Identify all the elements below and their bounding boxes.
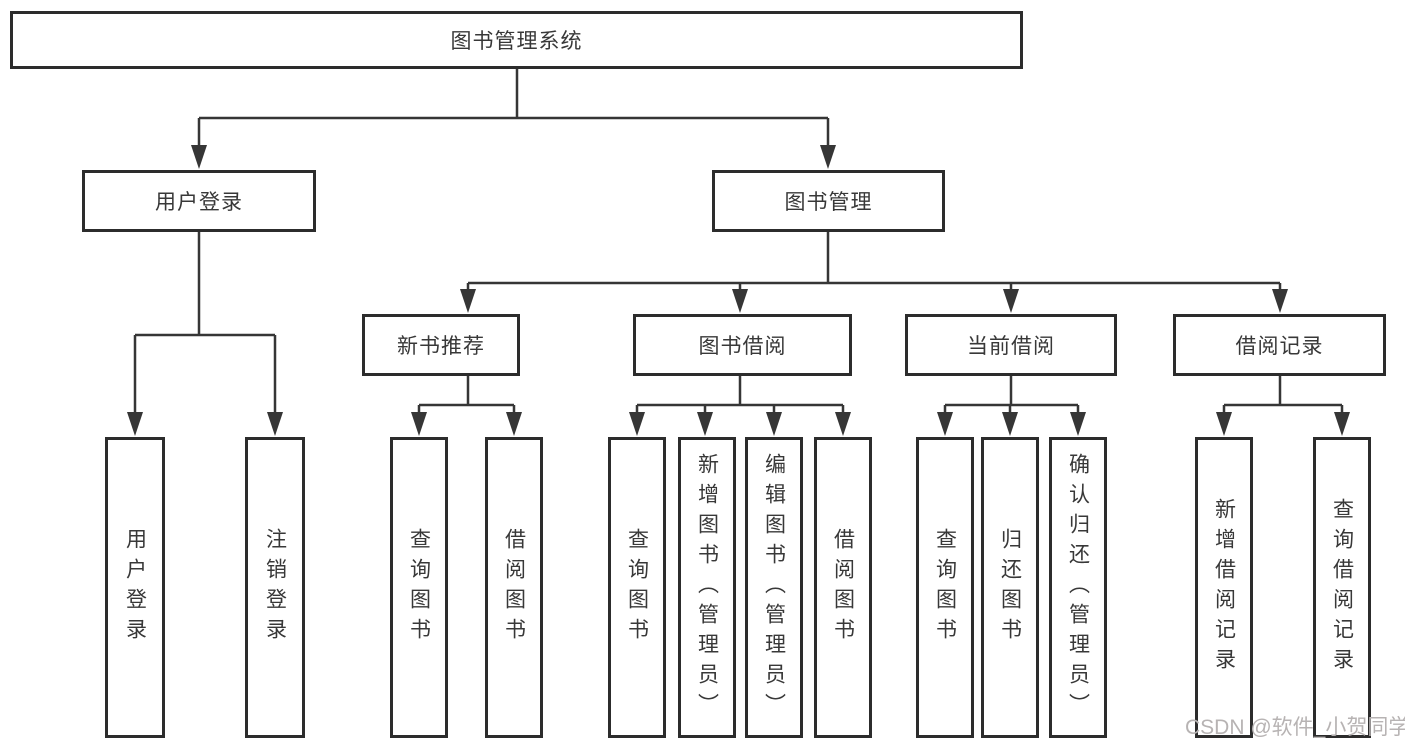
leaf-user-login: 用户登录 [105, 437, 165, 738]
leaf-label: 查询图书 [407, 527, 431, 648]
arrow-down-icon [506, 412, 522, 436]
leaf-label: 归还图书 [998, 527, 1022, 648]
leaf-borrow-books: 借阅图书 [814, 437, 872, 738]
leaf-add-borrow-record: 新增借阅记录 [1195, 437, 1253, 738]
arrow-down-icon [1216, 412, 1232, 436]
leaf-query-books-recommend: 查询图书 [390, 437, 448, 738]
leaf-return-book: 归还图书 [981, 437, 1039, 738]
arrow-down-icon [1003, 289, 1019, 313]
node-user-login: 用户登录 [82, 170, 316, 232]
arrow-down-icon [732, 289, 748, 313]
leaf-label: 新增图书（管理员） [695, 452, 719, 723]
arrow-down-icon [1002, 412, 1018, 436]
leaf-label: 新增借阅记录 [1212, 497, 1236, 678]
arrow-down-icon [835, 412, 851, 436]
arrow-down-icon [127, 412, 143, 436]
leaf-label: 编辑图书（管理员） [762, 452, 786, 723]
node-book-borrow: 图书借阅 [633, 314, 852, 376]
arrow-down-icon [1272, 289, 1288, 313]
leaf-borrow-books-recommend: 借阅图书 [485, 437, 543, 738]
node-book-management: 图书管理 [712, 170, 945, 232]
leaf-add-book-admin: 新增图书（管理员） [678, 437, 736, 738]
node-current-borrow: 当前借阅 [905, 314, 1117, 376]
node-library-system: 图书管理系统 [10, 11, 1023, 69]
leaf-logout: 注销登录 [245, 437, 305, 738]
arrow-down-icon [629, 412, 645, 436]
leaf-label: 查询图书 [625, 527, 649, 648]
leaf-edit-book-admin: 编辑图书（管理员） [745, 437, 803, 738]
arrow-down-icon [460, 289, 476, 313]
arrow-down-icon [1070, 412, 1086, 436]
leaf-confirm-return-admin: 确认归还（管理员） [1049, 437, 1107, 738]
leaf-query-books-borrow: 查询图书 [608, 437, 666, 738]
leaf-label: 借阅图书 [831, 527, 855, 648]
leaf-label: 查询借阅记录 [1330, 497, 1354, 678]
arrow-down-icon [937, 412, 953, 436]
arrow-down-icon [1334, 412, 1350, 436]
node-new-book-recommend: 新书推荐 [362, 314, 520, 376]
leaf-label: 确认归还（管理员） [1066, 452, 1090, 723]
arrow-down-icon [191, 145, 207, 169]
leaf-query-borrow-record: 查询借阅记录 [1313, 437, 1371, 738]
leaf-query-books-current: 查询图书 [916, 437, 974, 738]
node-borrow-records: 借阅记录 [1173, 314, 1386, 376]
edge-path [133, 69, 1344, 414]
leaf-label: 借阅图书 [502, 527, 526, 648]
watermark: CSDN @软件_小贺同学 [1185, 716, 1405, 739]
arrow-down-icon [411, 412, 427, 436]
arrow-down-icon [820, 145, 836, 169]
arrow-down-icon [267, 412, 283, 436]
arrow-down-icon [766, 412, 782, 436]
leaf-label: 查询图书 [933, 527, 957, 648]
leaf-label: 用户登录 [123, 527, 147, 648]
leaf-label: 注销登录 [263, 527, 287, 648]
arrow-down-icon [697, 412, 713, 436]
